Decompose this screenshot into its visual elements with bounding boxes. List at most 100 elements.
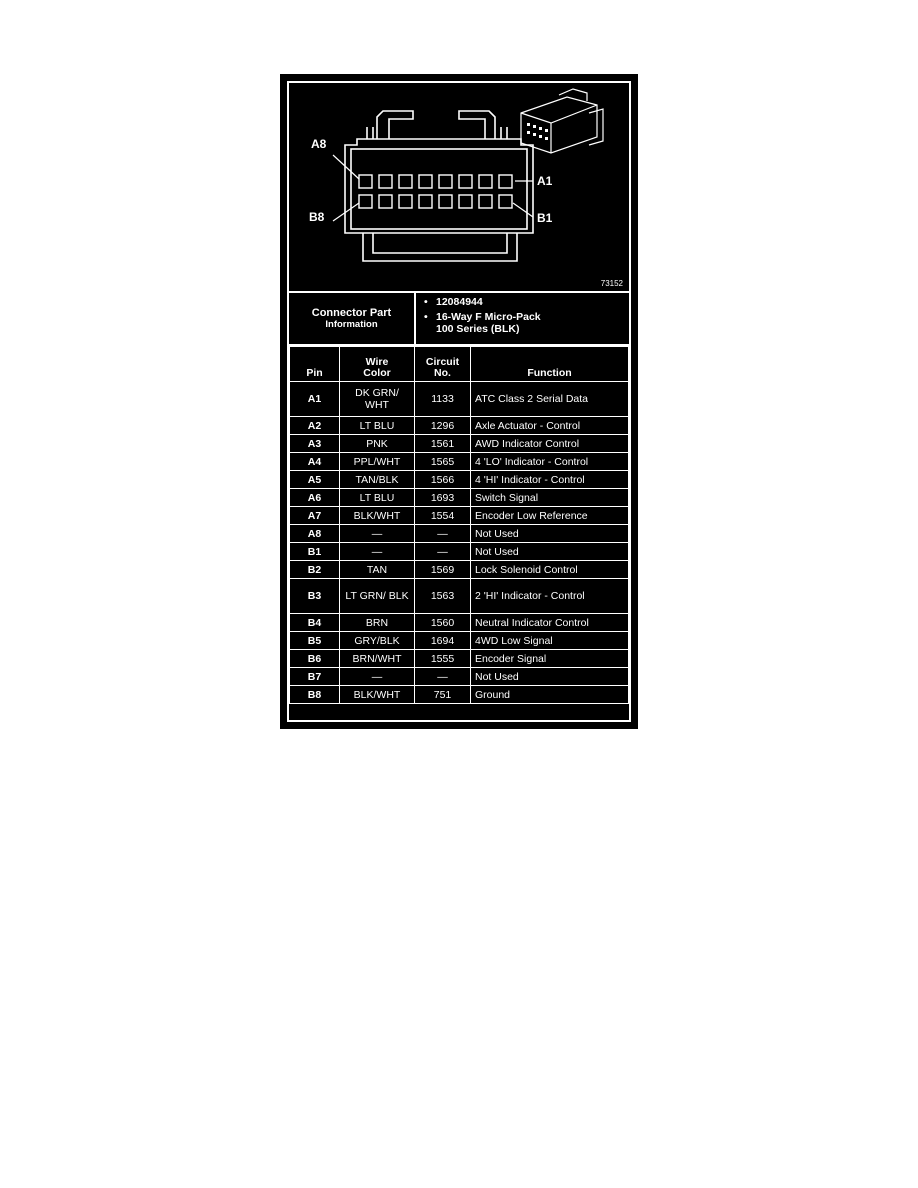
wire-color-cell: BRN/WHT bbox=[339, 649, 415, 668]
table-row: B5 GRY/BLK 1694 4WD Low Signal bbox=[289, 631, 629, 650]
table-row: A3 PNK 1561 AWD Indicator Control bbox=[289, 434, 629, 453]
connector-housing-inner bbox=[350, 148, 528, 230]
part-number: 12084944 bbox=[436, 296, 483, 308]
function-cell: Not Used bbox=[470, 542, 629, 561]
connector-panel-inner: A8 A1 B8 B1 73152 Connector Part Informa… bbox=[287, 81, 631, 722]
pin-leader-lines bbox=[332, 154, 534, 222]
function-cell: AWD Indicator Control bbox=[470, 434, 629, 453]
pin-cell: A5 bbox=[289, 470, 340, 489]
table-row: A2 LT BLU 1296 Axle Actuator - Control bbox=[289, 416, 629, 435]
part-description-item: • 16-Way F Micro-Pack 100 Series (BLK) bbox=[424, 311, 621, 335]
figure-id: 73152 bbox=[600, 279, 623, 288]
circuit-cell: 751 bbox=[414, 685, 471, 704]
circuit-cell: 1555 bbox=[414, 649, 471, 668]
circuit-cell: 1563 bbox=[414, 578, 471, 614]
function-cell: 4 'HI' Indicator - Control bbox=[470, 470, 629, 489]
connector-figure: A8 A1 B8 B1 73152 bbox=[289, 83, 629, 293]
function-cell: Encoder Low Reference bbox=[470, 506, 629, 525]
bullet-icon: • bbox=[424, 296, 428, 308]
circuit-cell: 1561 bbox=[414, 434, 471, 453]
label-a1: A1 bbox=[537, 174, 553, 188]
function-cell: Switch Signal bbox=[470, 488, 629, 507]
wire-color-cell: LT BLU bbox=[339, 416, 415, 435]
table-row: A4 PPL/WHT 1565 4 'LO' Indicator - Contr… bbox=[289, 452, 629, 471]
left-latch-shape bbox=[376, 110, 414, 139]
circuit-cell: 1694 bbox=[414, 631, 471, 650]
function-cell: Neutral Indicator Control bbox=[470, 613, 629, 632]
pin-cell: A7 bbox=[289, 506, 340, 525]
connector-drawing bbox=[332, 88, 604, 262]
function-cell: Encoder Signal bbox=[470, 649, 629, 668]
connector-part-information: Connector Part Information • 12084944 • … bbox=[289, 293, 629, 346]
circuit-cell: 1566 bbox=[414, 470, 471, 489]
wire-color-cell: TAN bbox=[339, 560, 415, 579]
part-info-heading: Connector Part Information bbox=[289, 293, 416, 344]
pin-cell: B2 bbox=[289, 560, 340, 579]
connector-diagram-panel: A8 A1 B8 B1 73152 Connector Part Informa… bbox=[280, 74, 638, 729]
part-info-details: • 12084944 • 16-Way F Micro-Pack 100 Ser… bbox=[416, 293, 629, 344]
table-row: A1 DK GRN/ WHT 1133 ATC Class 2 Serial D… bbox=[289, 381, 629, 417]
header-circuit-line2: No. bbox=[434, 367, 451, 379]
table-row: A7 BLK/WHT 1554 Encoder Low Reference bbox=[289, 506, 629, 525]
pin-cell: B6 bbox=[289, 649, 340, 668]
part-number-item: • 12084944 bbox=[424, 296, 621, 308]
circuit-cell: 1693 bbox=[414, 488, 471, 507]
pinout-header-row: Pin Wire Color Circuit No. Function bbox=[289, 346, 629, 382]
header-pin: Pin bbox=[289, 346, 340, 382]
wire-color-cell: BLK/WHT bbox=[339, 506, 415, 525]
header-function: Function bbox=[470, 346, 629, 382]
wire-color-cell: — bbox=[339, 542, 415, 561]
wire-color-cell: PPL/WHT bbox=[339, 452, 415, 471]
part-description-line1: 16-Way F Micro-Pack bbox=[436, 311, 541, 323]
pin-cell: A6 bbox=[289, 488, 340, 507]
function-cell: 4WD Low Signal bbox=[470, 631, 629, 650]
header-wire-color: Wire Color bbox=[339, 346, 415, 382]
wire-color-cell: PNK bbox=[339, 434, 415, 453]
function-cell: ATC Class 2 Serial Data bbox=[470, 381, 629, 417]
pin-cell: A3 bbox=[289, 434, 340, 453]
cavity-row-b bbox=[358, 194, 513, 209]
connector-housing bbox=[344, 138, 534, 234]
part-description-line2: 100 Series (BLK) bbox=[436, 323, 520, 335]
circuit-cell: — bbox=[414, 542, 471, 561]
pin-cell: B3 bbox=[289, 578, 340, 614]
pin-cell: B7 bbox=[289, 667, 340, 686]
label-b8: B8 bbox=[309, 210, 325, 224]
pin-cell: B1 bbox=[289, 542, 340, 561]
table-row: B2 TAN 1569 Lock Solenoid Control bbox=[289, 560, 629, 579]
table-row: B4 BRN 1560 Neutral Indicator Control bbox=[289, 613, 629, 632]
pin-cell: A2 bbox=[289, 416, 340, 435]
pin-cell: B5 bbox=[289, 631, 340, 650]
wire-color-cell: — bbox=[339, 524, 415, 543]
connector-key-inner bbox=[372, 233, 508, 254]
header-circuit-no: Circuit No. bbox=[414, 346, 471, 382]
label-a8: A8 bbox=[311, 137, 327, 151]
circuit-cell: 1560 bbox=[414, 613, 471, 632]
circuit-cell: 1296 bbox=[414, 416, 471, 435]
table-row: A5 TAN/BLK 1566 4 'HI' Indicator - Contr… bbox=[289, 470, 629, 489]
circuit-cell: 1554 bbox=[414, 506, 471, 525]
pin-cell: A8 bbox=[289, 524, 340, 543]
wire-color-cell: GRY/BLK bbox=[339, 631, 415, 650]
connector-key-outer bbox=[362, 233, 518, 262]
wire-color-cell: — bbox=[339, 667, 415, 686]
table-row: B1 — — Not Used bbox=[289, 542, 629, 561]
wire-color-cell: LT GRN/ BLK bbox=[339, 578, 415, 614]
connector-iso-view bbox=[520, 88, 604, 154]
wire-color-cell: LT BLU bbox=[339, 488, 415, 507]
circuit-cell: 1565 bbox=[414, 452, 471, 471]
circuit-cell: 1569 bbox=[414, 560, 471, 579]
table-row: B7 — — Not Used bbox=[289, 667, 629, 686]
table-row: A8 — — Not Used bbox=[289, 524, 629, 543]
circuit-cell: 1133 bbox=[414, 381, 471, 417]
function-cell: Ground bbox=[470, 685, 629, 704]
table-row: B3 LT GRN/ BLK 1563 2 'HI' Indicator - C… bbox=[289, 578, 629, 614]
wire-color-cell: BRN bbox=[339, 613, 415, 632]
function-cell: 2 'HI' Indicator - Control bbox=[470, 578, 629, 614]
part-info-title-line1: Connector Part bbox=[311, 306, 392, 319]
function-cell: Not Used bbox=[470, 524, 629, 543]
pin-cell: A1 bbox=[289, 381, 340, 417]
bullet-icon: • bbox=[424, 311, 428, 323]
right-latch-shape bbox=[458, 110, 496, 139]
function-cell: Lock Solenoid Control bbox=[470, 560, 629, 579]
